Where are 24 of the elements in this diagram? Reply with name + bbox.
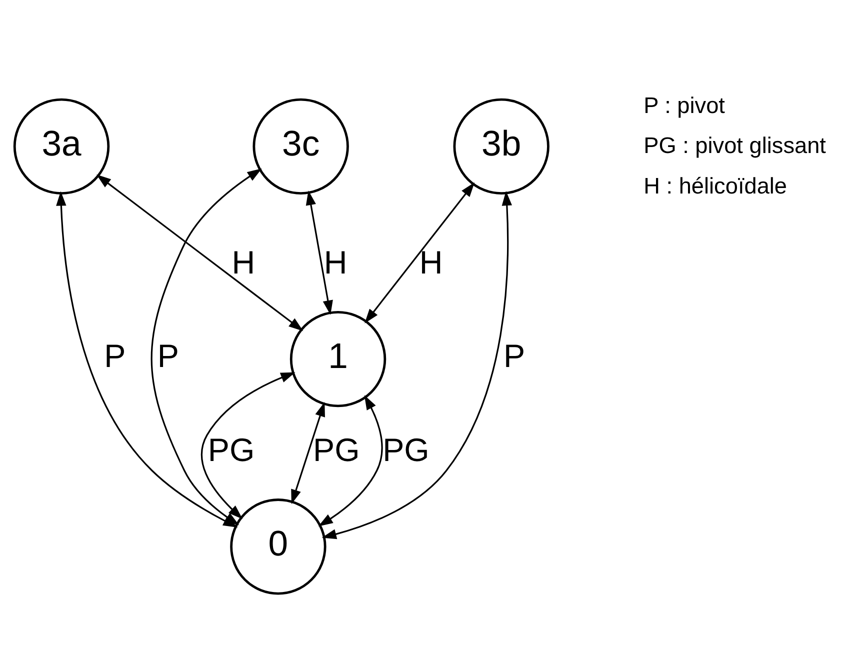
node-circle: 3a	[13, 98, 110, 195]
edge-label: H	[232, 244, 256, 280]
edge-label: P	[503, 338, 526, 374]
edge-label: PG	[313, 432, 360, 468]
label: H : hélicoïdale	[644, 174, 788, 199]
edge-label: H	[324, 244, 348, 280]
node-circle: 3c	[252, 98, 349, 195]
edge-label: PG	[208, 432, 255, 468]
arrow	[200, 372, 296, 520]
label: PG : pivot glissant	[644, 133, 826, 158]
edge-label: P	[157, 338, 180, 374]
arrow	[318, 395, 383, 526]
arrow	[96, 174, 304, 332]
edge-label: P	[104, 338, 126, 374]
arrow	[291, 402, 325, 504]
node-circle: 3b	[453, 98, 550, 195]
node-circle: 0	[230, 498, 326, 595]
label: P : pivot	[644, 92, 725, 118]
edge-label: PG	[382, 432, 430, 468]
edge-label: H	[419, 244, 443, 280]
arrow	[150, 168, 262, 526]
arrow	[306, 190, 333, 315]
arrow	[364, 182, 475, 324]
arrow	[322, 190, 512, 540]
